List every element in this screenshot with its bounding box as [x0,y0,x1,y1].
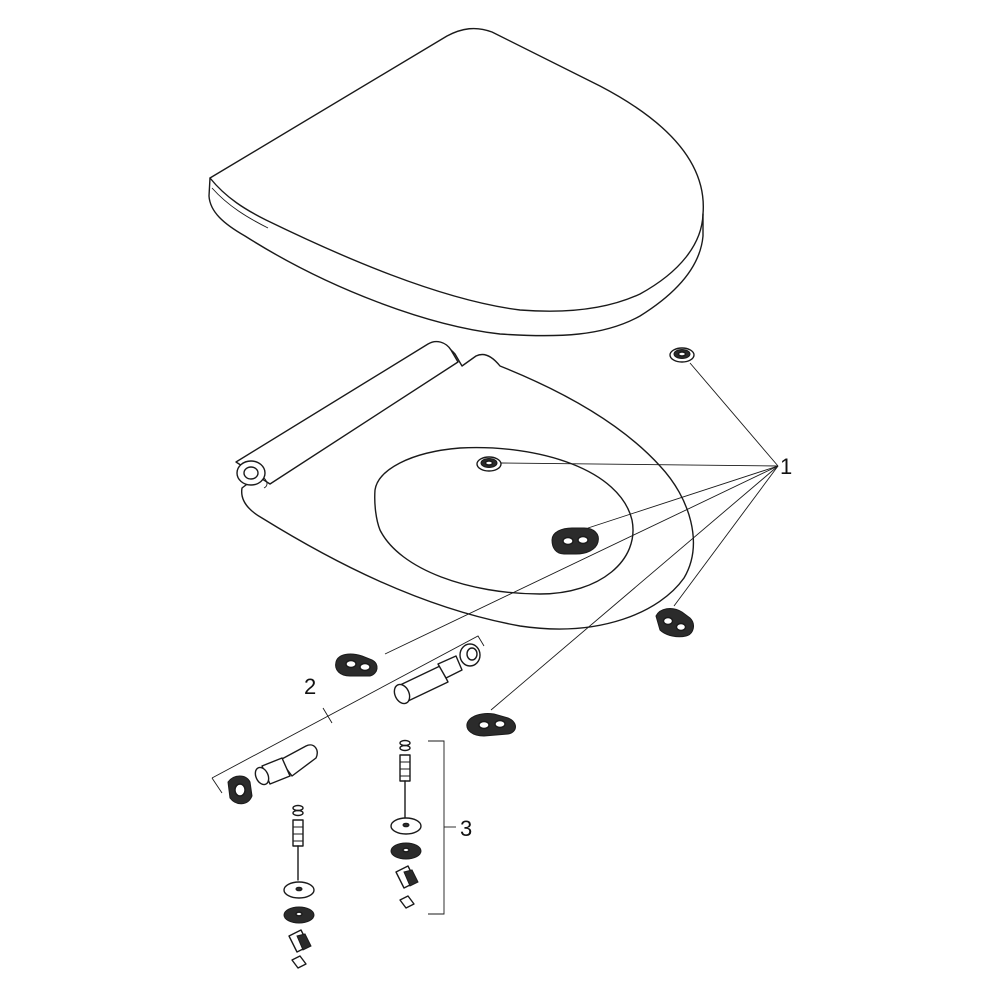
fixing-set-icon-left [283,804,315,969]
seat-ring-icon [235,340,695,630]
fixing-set-icon-right [390,739,422,909]
buffer-plate-icon-right [655,608,694,638]
seat-cover-icon [208,27,705,337]
hinge-icon-left [227,744,318,805]
callout-label-1: 1 [780,454,793,479]
buffer-icon-ring [476,456,502,472]
buffer-icon-top [669,347,695,363]
leader-lines [211,362,779,915]
buffer-plate-icon-lower [466,713,516,737]
callout-label-2: 2 [304,674,317,699]
buffer-plate-icon-ring [551,527,599,555]
hinge-icon-right [393,643,481,705]
callout-label-3: 3 [460,816,473,841]
buffer-plate-icon-left [335,653,378,677]
